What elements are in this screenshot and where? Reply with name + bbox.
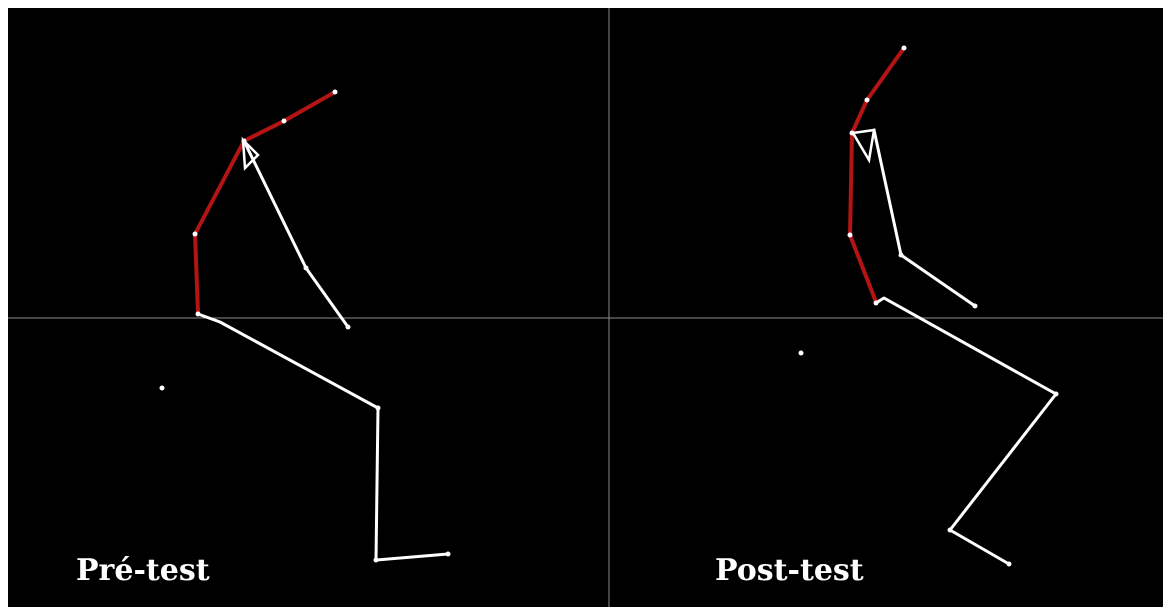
- post-test-joint: [972, 303, 978, 309]
- post-test-label: Post-test: [715, 553, 864, 588]
- post-test-shoulder-marker: [850, 128, 876, 164]
- pre-test-reference-marker: [159, 385, 165, 391]
- pre-test-joint: [345, 324, 351, 330]
- pre-test-joint: [241, 138, 247, 144]
- pre-test-joint: [195, 311, 201, 317]
- post-test-joint: [849, 130, 855, 136]
- pre-test-joint: [303, 265, 309, 271]
- post-test-joint: [864, 97, 870, 103]
- post-test-joint: [898, 252, 904, 258]
- pre-test-joint: [375, 405, 381, 411]
- pre-test-joint: [332, 89, 338, 95]
- post-test-joint: [901, 45, 907, 51]
- figure-background: [8, 8, 1163, 607]
- post-test-joint: [1006, 561, 1012, 567]
- pre-test-skeleton: [159, 89, 451, 563]
- post-test-joint: [873, 300, 879, 306]
- pre-test-joint: [281, 118, 287, 124]
- pre-test-joint: [445, 551, 451, 557]
- post-test-skeleton: [798, 45, 1059, 567]
- pre-test-joint: [192, 231, 198, 237]
- post-test-joint: [847, 232, 853, 238]
- post-test-joint: [947, 527, 953, 533]
- post-test-reference-marker: [798, 350, 804, 356]
- pre-test-joint: [373, 557, 379, 563]
- post-test-joint: [1053, 391, 1059, 397]
- pre-test-shoulder-marker: [241, 136, 260, 171]
- pre-test-label: Pré-test: [76, 553, 210, 588]
